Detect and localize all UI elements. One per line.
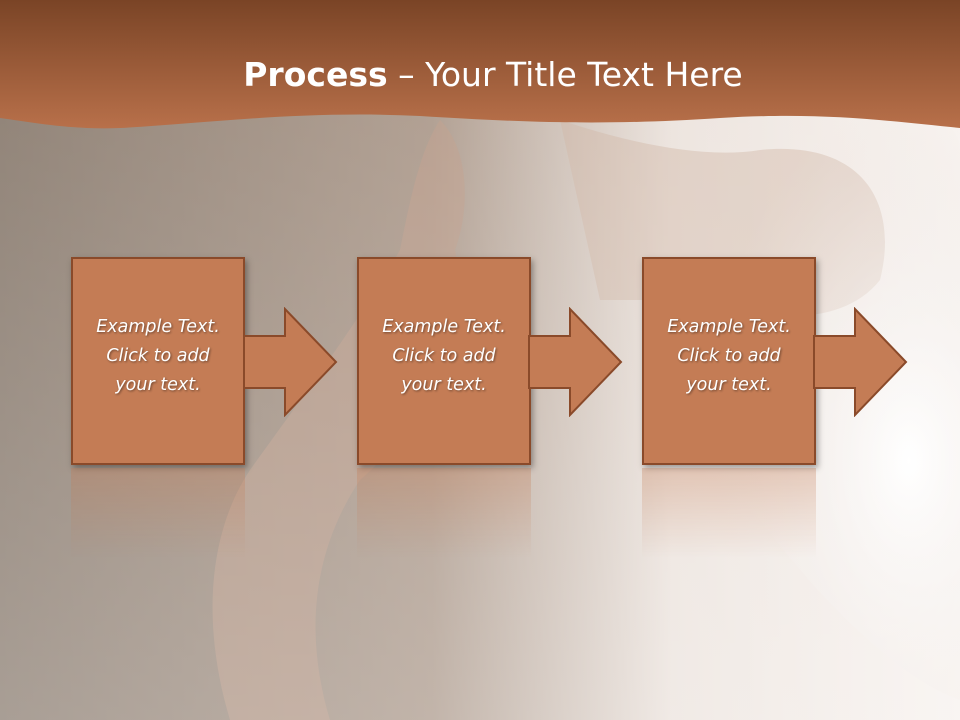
step-3-line-3: your text.	[686, 375, 772, 395]
step-3-line-1: Example Text.	[667, 317, 791, 337]
arrow-right-icon	[528, 307, 623, 417]
process-step-3[interactable]: Example Text. Click to add your text.	[642, 257, 816, 465]
process-step-2[interactable]: Example Text. Click to add your text.	[357, 257, 531, 465]
step-2-line-1: Example Text.	[382, 317, 506, 337]
step-3-line-2: Click to add	[677, 346, 781, 366]
step-1-reflection	[71, 468, 245, 558]
step-2-line-2: Click to add	[392, 346, 496, 366]
process-step-1[interactable]: Example Text. Click to add your text.	[71, 257, 245, 465]
step-2-text[interactable]: Example Text. Click to add your text.	[359, 313, 529, 400]
title-bold: Process	[243, 55, 388, 94]
step-2-line-3: your text.	[401, 375, 487, 395]
title-rest: – Your Title Text Here	[387, 55, 743, 94]
step-3-text[interactable]: Example Text. Click to add your text.	[644, 313, 814, 400]
step-2-reflection	[357, 468, 531, 558]
step-1-text[interactable]: Example Text. Click to add your text.	[73, 313, 243, 400]
step-1-line-3: your text.	[115, 375, 201, 395]
arrow-right-icon	[243, 307, 338, 417]
slide-title[interactable]: Process – Your Title Text Here	[0, 52, 960, 98]
step-3-reflection	[642, 468, 816, 558]
step-1-line-2: Click to add	[106, 346, 210, 366]
step-1-line-1: Example Text.	[96, 317, 220, 337]
arrow-right-icon	[813, 307, 908, 417]
